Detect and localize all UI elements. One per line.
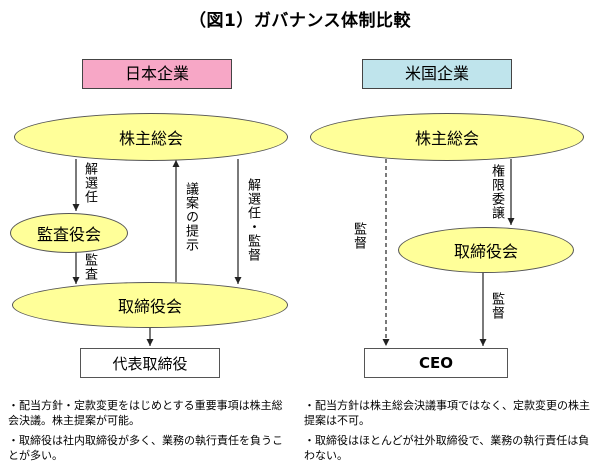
us-header: 米国企業	[362, 59, 512, 89]
japan-audit-board: 監査役会	[10, 213, 128, 253]
japan-shareholders-meeting: 株主総会	[14, 113, 288, 161]
us-note-2: ・取締役はほとんどが社外取締役で、業務の執行責任は負わない。	[304, 434, 590, 462]
label-dismissal: 解選任	[82, 162, 97, 204]
label-supervision-right: 監督	[489, 292, 504, 320]
us-ceo: CEO	[364, 348, 508, 378]
page-title: （図1）ガバナンス体制比較	[189, 11, 411, 31]
japan-rep-director: 代表取締役	[80, 348, 220, 378]
us-board: 取締役会	[398, 227, 574, 273]
label-delegation: 権限委譲	[489, 164, 504, 220]
label-supervision-left: 監督	[351, 222, 366, 250]
us-shareholders-meeting: 株主総会	[310, 113, 584, 161]
label-proposal: 議案の提示	[183, 182, 198, 252]
japan-note-1: ・配当方針・定款変更をはじめとする重要事項は株主総会決議。株主提案が可能。	[8, 399, 283, 427]
japan-header: 日本企業	[82, 59, 232, 89]
label-audit: 監査	[82, 253, 97, 281]
japan-note-2: ・取締役は社内取締役が多く、業務の執行責任を負うことが多い。	[8, 434, 283, 462]
japan-board: 取締役会	[12, 282, 288, 328]
label-dismissal-audit: 解選任・監督	[245, 178, 260, 262]
us-note-1: ・配当方針は株主総会決議事項ではなく、定款変更の株主提案は不可。	[304, 399, 590, 427]
